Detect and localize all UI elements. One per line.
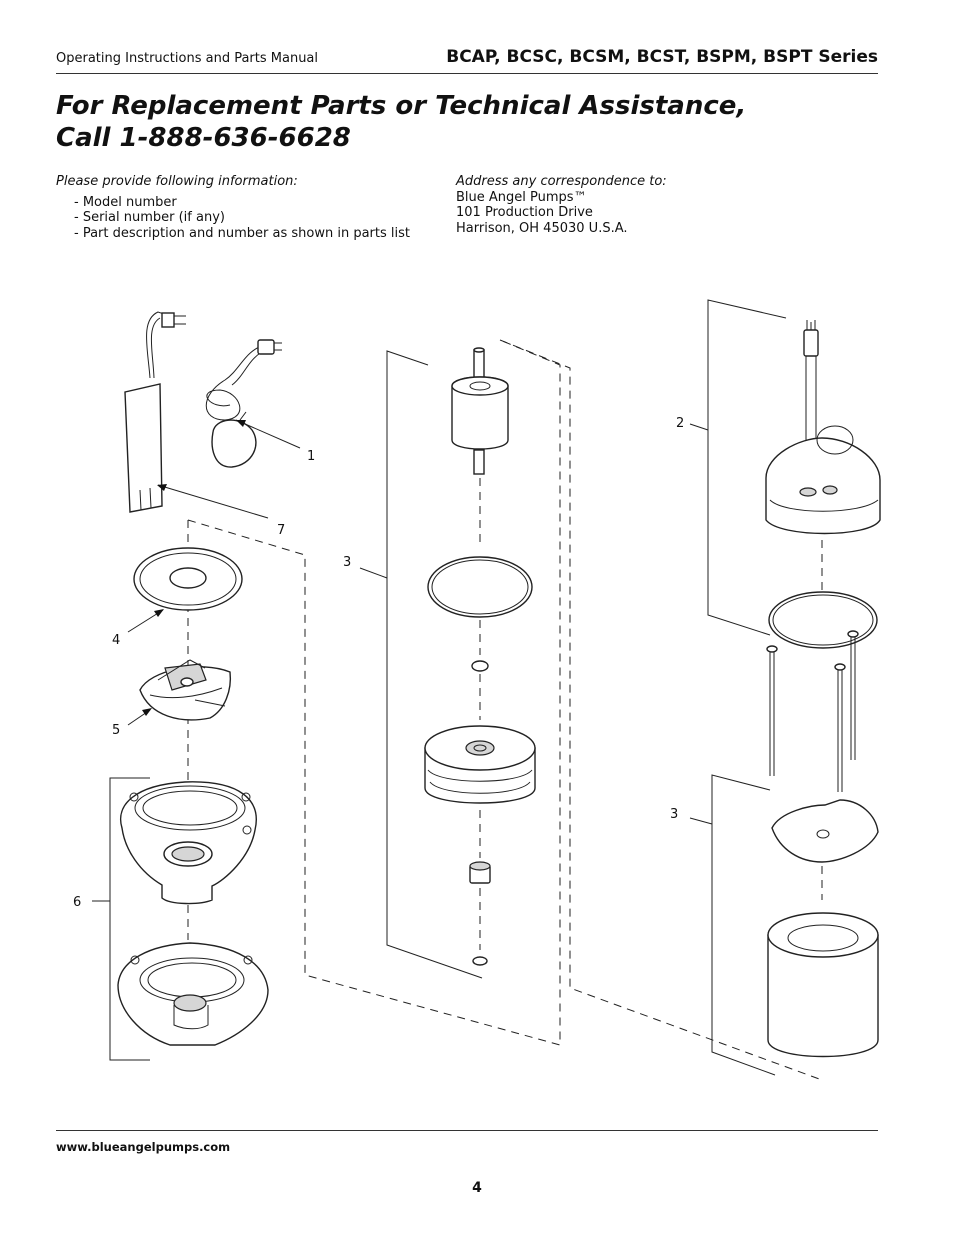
callout-7: 7 <box>277 523 285 538</box>
product-series-title: BCAP, BCSC, BCSM, BCST, BSPM, BSPT Serie… <box>446 47 878 67</box>
manual-type-label: Operating Instructions and Parts Manual <box>56 51 319 66</box>
provide-item: - Part description and number as shown i… <box>74 225 410 241</box>
cap-oring-illustration <box>768 591 878 649</box>
title-line-2: Call 1-888-636-6628 <box>56 123 351 153</box>
header-rule <box>56 73 878 74</box>
shaft-seal-illustration <box>469 861 491 884</box>
diffuser-plate-illustration <box>133 547 243 611</box>
motor-housing-illustration <box>767 912 879 1058</box>
website-url: www.blueangelpumps.com <box>56 1140 231 1154</box>
footer-rule <box>56 1130 878 1131</box>
cap-bolts-illustration <box>766 630 859 792</box>
callout-5: 5 <box>112 723 120 738</box>
callout-3-right: 3 <box>670 807 678 822</box>
motor-rotor-illustration <box>451 347 509 475</box>
provide-item: - Model number <box>74 194 177 210</box>
motor-plate-illustration <box>771 799 879 863</box>
address-line: Blue Angel Pumps™ <box>456 189 587 205</box>
bearing-housing-illustration <box>424 725 536 804</box>
provide-heading: Please provide following information: <box>56 174 298 189</box>
title-line-1: For Replacement Parts or Technical Assis… <box>56 91 747 121</box>
small-oring-illustration <box>471 660 489 672</box>
callout-6: 6 <box>73 895 81 910</box>
callout-3-middle: 3 <box>343 555 351 570</box>
address-heading: Address any correspondence to: <box>456 174 667 189</box>
address-block: Address any correspondence to: Blue Ange… <box>456 174 667 236</box>
page-title: For Replacement Parts or Technical Assis… <box>56 90 746 154</box>
impeller-illustration <box>139 659 232 721</box>
piggyback-float-illustration <box>205 339 282 468</box>
seal-washer-illustration <box>472 956 488 966</box>
shell-oring-illustration <box>427 556 533 618</box>
page-number: 4 <box>472 1180 482 1196</box>
float-switch-illustration <box>124 311 186 513</box>
callout-4: 4 <box>112 633 120 648</box>
address-line: 101 Production Drive <box>456 205 593 220</box>
callout-2: 2 <box>676 416 684 431</box>
address-line: Harrison, OH 45030 U.S.A. <box>456 220 628 236</box>
provide-item: - Serial number (if any) <box>74 210 225 225</box>
volute-top-illustration <box>120 781 257 905</box>
provide-list: - Model number - Serial number (if any) … <box>74 195 410 242</box>
callout-1: 1 <box>307 449 315 464</box>
provide-info-block: Please provide following information: - … <box>56 174 410 241</box>
motor-cap-cord-illustration <box>765 320 881 535</box>
pump-base-illustration <box>117 942 269 1046</box>
